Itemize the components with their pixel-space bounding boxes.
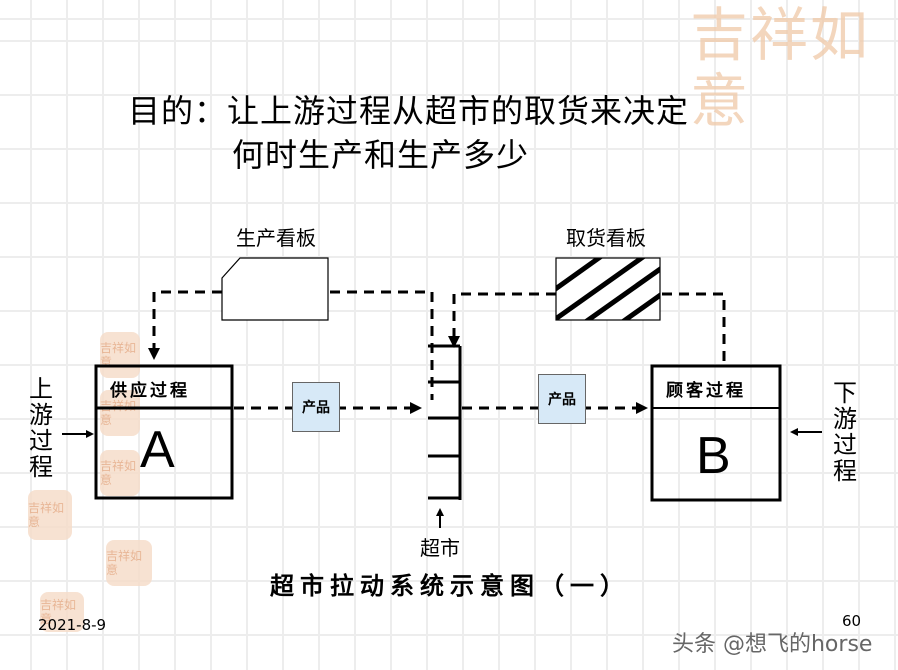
process-a-box — [94, 364, 234, 500]
footer-date: 2021-8-9 — [38, 616, 107, 634]
process-a-letter: A — [140, 421, 175, 479]
withdrawal-kanban-loop — [452, 292, 726, 366]
seal-stamp: 吉祥如意 — [100, 332, 140, 378]
downstream-label: 下游过程 — [833, 379, 857, 485]
supplier-process-label: 供应过程 — [110, 381, 190, 401]
watermark-text: 头条 @想飞的horse — [672, 632, 873, 657]
seal-stamp: 吉祥如意 — [100, 390, 140, 436]
seal-stamp: 吉祥如意 — [100, 450, 140, 496]
customer-process-label: 顾客过程 — [666, 381, 746, 401]
product-box-left: 产品 — [292, 382, 340, 432]
seal-stamp: 吉祥如意 — [40, 592, 84, 632]
upstream-label: 上游过程 — [29, 375, 53, 481]
withdrawal-kanban-card — [555, 257, 661, 321]
production-kanban-label: 生产看板 — [236, 226, 316, 250]
production-kanban-card — [221, 257, 329, 321]
withdrawal-kanban-label: 取货看板 — [566, 226, 646, 250]
page-title-line2: 何时生产和生产多少 — [232, 136, 530, 174]
process-b-box — [650, 364, 782, 502]
page-title: 目的：让上游过程从超市的取货来决定 — [128, 92, 690, 130]
logo-seal: 吉祥如意 — [690, 1, 871, 135]
diagram-caption: 超市拉动系统示意图（一） — [270, 571, 630, 600]
supermarket-rack — [428, 344, 462, 500]
production-kanban-loop — [152, 290, 434, 400]
process-b-letter: B — [696, 427, 731, 485]
page-number: 60 — [842, 612, 862, 630]
supermarket-label: 超市 — [420, 536, 460, 560]
seal-stamp: 吉祥如意 — [106, 540, 152, 586]
seal-stamp: 吉祥如意 — [28, 490, 72, 540]
product-box-right: 产品 — [538, 374, 586, 424]
